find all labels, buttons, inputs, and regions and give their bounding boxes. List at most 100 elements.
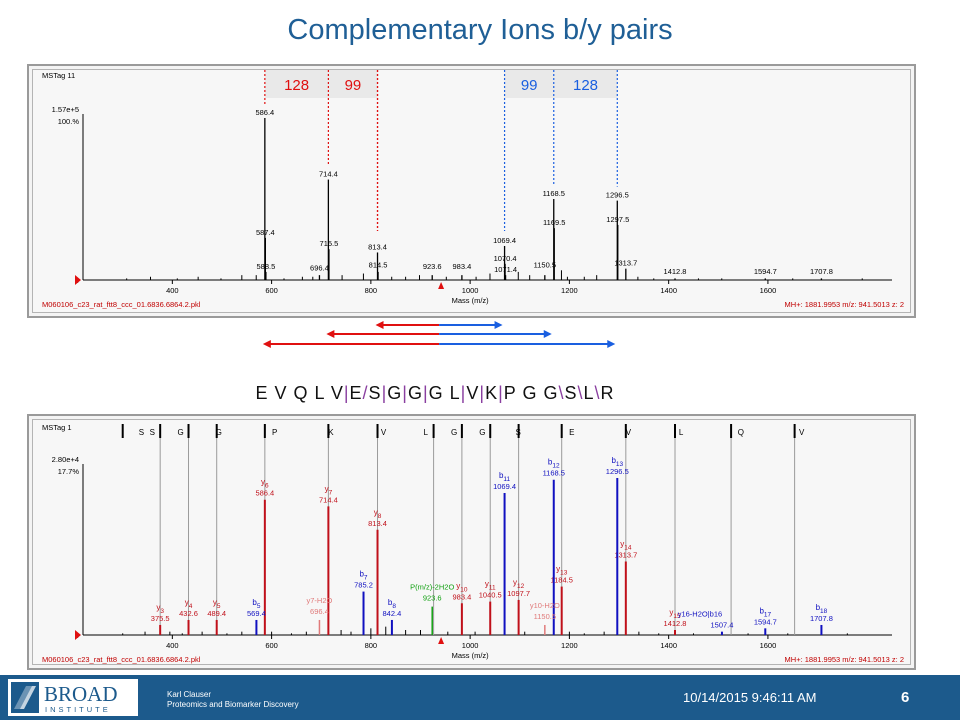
ion-label: y14 [620, 540, 632, 552]
spectrum-tag-label: MSTag 11 [42, 71, 75, 80]
sequence-cleavage-mark: | [402, 383, 408, 403]
ion-mz-label: 489.4 [207, 609, 226, 618]
arrow-head-right [607, 340, 616, 348]
sequence-residues: S [368, 383, 382, 403]
ion-label: y13 [556, 565, 568, 577]
sequence-residues: K [485, 383, 499, 403]
slide-title: Complementary Ions b/y pairs [287, 14, 673, 46]
neutral-loss-mz-label: 1150.5 [534, 612, 556, 621]
peak-mz-label: 586.4 [255, 108, 274, 117]
residue-letter: S [515, 428, 520, 437]
peak-mz-label: 588.5 [257, 262, 276, 271]
ion-mz-label: 983.4 [452, 592, 471, 601]
x-tick-label: 1000 [462, 641, 479, 650]
sequence-cleavage-mark: | [460, 383, 467, 403]
ion-mz-label: 1707.8 [810, 614, 833, 623]
neutral-loss-label: P(m/z)-2H2O [410, 583, 454, 592]
ion-mz-label: 1296.5 [606, 467, 629, 476]
neutral-loss-mz-label: 696.4 [310, 607, 329, 616]
ion-mz-label: 432.6 [179, 609, 198, 618]
x-tick-label: 800 [365, 286, 378, 295]
footer-bar: BROAD INSTITUTE [0, 675, 960, 720]
x-tick-label: 1400 [660, 286, 677, 295]
mass-delta-label: 128 [284, 77, 309, 94]
ion-label: b8 [388, 598, 396, 610]
ion-mz-label: 1313.7 [614, 551, 637, 560]
peak-mz-label: 1296.5 [606, 191, 629, 200]
ion-label: b12 [548, 458, 560, 470]
peak-mz-label: 1071.4 [494, 265, 517, 274]
ion-label: y16-H2O|b16 [678, 610, 722, 619]
sequence-residues: E V Q L V [255, 383, 344, 403]
peak-mz-label: 715.5 [320, 239, 339, 248]
page-number: 6 [901, 689, 910, 706]
mass-delta-label: 99 [521, 77, 538, 94]
ion-label: b11 [499, 471, 511, 483]
sequence-cleavage-mark: | [479, 383, 486, 403]
peak-mz-label: 1707.8 [810, 267, 833, 276]
ion-mz-label: 375.5 [151, 614, 170, 623]
sequence-cleavage-mark: | [498, 383, 504, 403]
arrow-head-right [543, 330, 552, 338]
x-axis-title: Mass (m/z) [452, 651, 490, 660]
slide-datetime: 10/14/2015 9:46:11 AM [683, 690, 817, 705]
x-tick-label: 1600 [760, 286, 777, 295]
logo-stripe [20, 686, 36, 709]
bottom-spectrum-chart: MSTag 12.80e+417.7%040060080010001200140… [42, 423, 904, 664]
logo-text: BROAD [44, 682, 118, 706]
sequence-residues: R [600, 383, 615, 403]
mass-delta-box [553, 70, 618, 98]
sequence-cleavage-mark: \ [558, 383, 565, 403]
peak-mz-label: 714.4 [319, 170, 338, 179]
sequence-cleavage-mark: \ [594, 383, 601, 403]
residue-letter: G [177, 428, 183, 437]
ion-mz-label: 1097.7 [507, 589, 530, 598]
x-tick-label: 1000 [462, 286, 479, 295]
peak-mz-label: 1150.5 [534, 260, 556, 269]
sequence-residues: S [564, 383, 578, 403]
residue-letter: S [139, 428, 144, 437]
ion-mz-label: 1184.5 [551, 576, 573, 585]
residue-letter: E [569, 428, 574, 437]
mass-delta-box [504, 70, 554, 98]
sequence-cleavage-mark: \ [577, 383, 584, 403]
mass-delta-box [328, 70, 378, 98]
ion-mz-label: 842.4 [383, 609, 402, 618]
residue-letter: G [216, 428, 222, 437]
sequence-cleavage-mark: | [381, 383, 388, 403]
ion-label: b5 [252, 598, 260, 610]
ion-mz-label: 785.2 [354, 581, 373, 590]
ion-label: b18 [816, 603, 828, 615]
arrow-head-right [494, 321, 503, 329]
author-dept: Proteomics and Biomarker Discovery [167, 700, 299, 709]
mass-delta-box [264, 70, 329, 98]
ion-mz-label: 1040.5 [479, 591, 502, 600]
mass-delta-label: 128 [573, 77, 598, 94]
top-spectrum-chart: MSTag 111.57e+5100.%04006008001000120014… [42, 70, 904, 309]
x-tick-label: 1600 [760, 641, 777, 650]
ion-mz-label: 1412.8 [664, 619, 687, 628]
ion-label: y6 [261, 478, 269, 490]
ion-mz-label: 1168.5 [543, 469, 565, 478]
peak-mz-label: 696.4 [310, 264, 329, 273]
peak-mz-label: 1070.4 [494, 254, 517, 263]
zero-marker [75, 630, 81, 640]
sequence-residues: G [387, 383, 403, 403]
ion-label: y10 [456, 581, 468, 593]
peak-mz-label: 1313.7 [614, 259, 637, 268]
y-max-label: 2.80e+4 [52, 455, 79, 464]
ion-label: y11 [485, 580, 496, 592]
ion-mz-label: 1594.7 [754, 617, 777, 626]
neutral-loss-label: y7-H2O [307, 596, 333, 605]
peak-mz-label: 1169.5 [543, 218, 565, 227]
arrow-head-left [375, 321, 384, 329]
peak-mz-label: 1168.5 [543, 189, 565, 198]
peptide-sequence: E V Q L V|E/S|G|G|G L|V|K|P G G\S\L\R [0, 383, 870, 404]
ion-mz-label: 569.4 [247, 609, 266, 618]
residue-letter: G [479, 428, 485, 437]
residue-letter: S [150, 428, 155, 437]
ion-mz-label: 714.4 [319, 495, 338, 504]
residue-letter: L [679, 428, 684, 437]
ion-label: b13 [611, 456, 623, 468]
top-spectrum-frame [32, 69, 911, 313]
